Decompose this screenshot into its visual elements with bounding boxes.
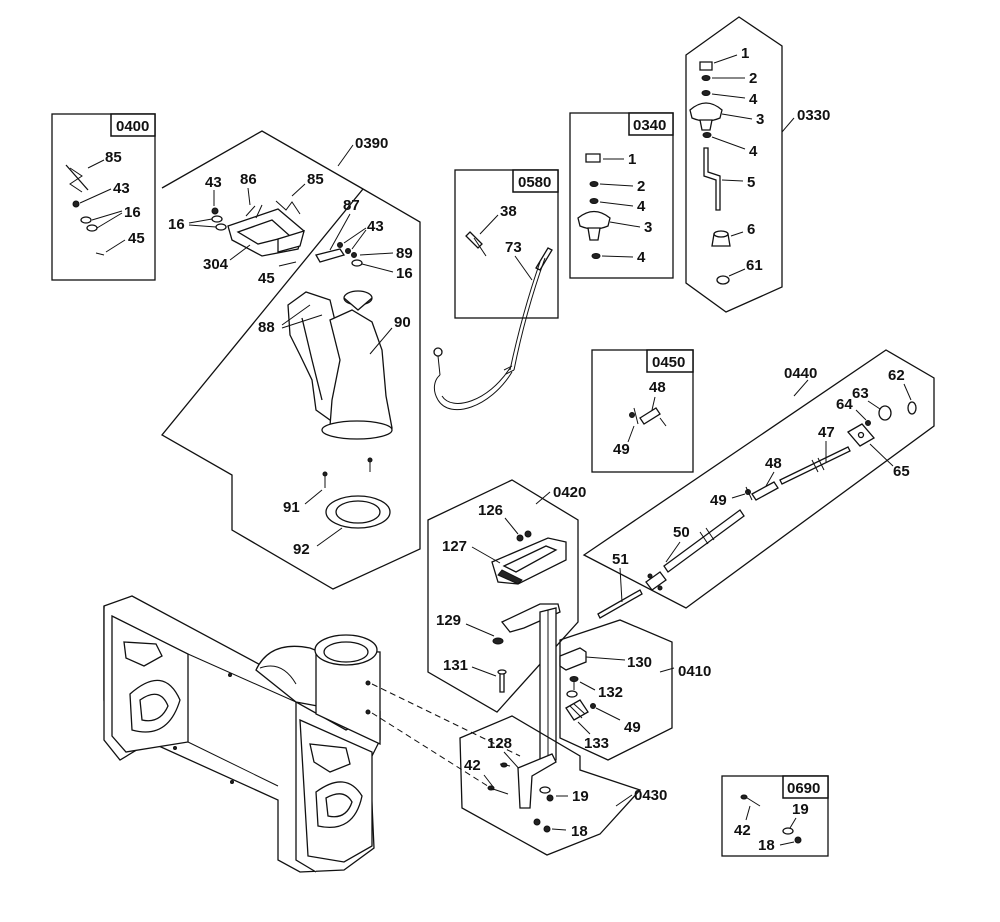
callout-43: 43	[205, 174, 222, 191]
callout-2: 2	[637, 178, 645, 195]
callout-16: 16	[168, 216, 185, 233]
group-0450: 0450 48 49	[591, 349, 694, 473]
callout-65: 65	[893, 463, 910, 480]
group-0580: 0580 38 73	[433, 169, 559, 411]
callout-61: 61	[746, 257, 763, 274]
callout-45: 45	[258, 270, 275, 287]
group-label-0690: 0690	[787, 780, 820, 797]
callout-129: 129	[436, 612, 461, 629]
callout-133: 133	[584, 735, 609, 752]
callout-85: 85	[307, 171, 324, 188]
callout-38: 38	[500, 203, 517, 220]
callout-47: 47	[818, 424, 835, 441]
callout-91: 91	[283, 499, 300, 516]
callout-6: 6	[747, 221, 755, 238]
callout-49: 49	[710, 492, 727, 509]
group-0340: 0340 1 2 4 3 4	[569, 112, 674, 279]
callout-1: 1	[628, 151, 636, 168]
group-label-0390: 0390	[355, 135, 388, 152]
callout-42: 42	[464, 757, 481, 774]
group-label-0410: 0410	[678, 663, 711, 680]
callout-127: 127	[442, 538, 467, 555]
callout-304: 304	[203, 256, 229, 273]
callout-86: 86	[240, 171, 257, 188]
callout-73: 73	[505, 239, 522, 256]
group-0440: 0440 62 63 64 65 47 48 49 50	[582, 349, 935, 619]
group-label-0420: 0420	[553, 484, 586, 501]
group-label-0430: 0430	[634, 787, 667, 804]
callout-90: 90	[394, 314, 411, 331]
callout-63: 63	[852, 385, 869, 402]
callout-132: 132	[598, 684, 623, 701]
group-0690: 0690 42 19 18	[721, 775, 829, 857]
group-0420: 0420 126 127 129 131	[427, 479, 586, 765]
callout-2: 2	[749, 70, 757, 87]
callout-130: 130	[627, 654, 652, 671]
callout-4: 4	[749, 91, 758, 108]
group-label-0330: 0330	[797, 107, 830, 124]
callout-3: 3	[644, 219, 652, 236]
callout-4: 4	[637, 249, 646, 266]
callout-85: 85	[105, 149, 122, 166]
callout-49: 49	[624, 719, 641, 736]
callout-19: 19	[572, 788, 589, 805]
callout-51: 51	[612, 551, 629, 568]
callout-128: 128	[487, 735, 512, 752]
group-0330: 0330 1 2 4 3 4 5 6 61	[685, 16, 830, 313]
callout-1: 1	[741, 45, 749, 62]
group-label-0440: 0440	[784, 365, 817, 382]
callout-92: 92	[293, 541, 310, 558]
callout-62: 62	[888, 367, 905, 384]
callout-5: 5	[747, 174, 755, 191]
callout-64: 64	[836, 396, 853, 413]
callout-4: 4	[637, 198, 646, 215]
callout-126: 126	[478, 502, 503, 519]
callout-19: 19	[792, 801, 809, 818]
callout-89: 89	[396, 245, 413, 262]
callout-49: 49	[613, 441, 630, 458]
callout-48: 48	[765, 455, 782, 472]
callout-43: 43	[113, 180, 130, 197]
callout-18: 18	[571, 823, 588, 840]
callout-87: 87	[343, 197, 360, 214]
callout-88: 88	[258, 319, 275, 336]
group-0400: 0400 85 43 16 45	[51, 113, 156, 281]
callout-48: 48	[649, 379, 666, 396]
group-label-0450: 0450	[652, 354, 685, 371]
callout-18: 18	[758, 837, 775, 854]
callout-131: 131	[443, 657, 468, 674]
group-0410: 0410 130 132 49 133	[559, 619, 711, 761]
callout-16: 16	[396, 265, 413, 282]
group-label-0400: 0400	[116, 118, 149, 135]
auger-housing	[103, 595, 521, 873]
callout-43: 43	[367, 218, 384, 235]
callout-45: 45	[128, 230, 145, 247]
group-label-0580: 0580	[518, 174, 551, 191]
callout-3: 3	[756, 111, 764, 128]
group-0390: 0390 43 86 85 16 304 45 87 43 89	[161, 130, 421, 590]
callout-4: 4	[749, 143, 758, 160]
group-label-0340: 0340	[633, 117, 666, 134]
callout-16: 16	[124, 204, 141, 221]
group-0430: 0430 128 42 19 18	[459, 715, 667, 856]
callout-42: 42	[734, 822, 751, 839]
callout-50: 50	[673, 524, 690, 541]
